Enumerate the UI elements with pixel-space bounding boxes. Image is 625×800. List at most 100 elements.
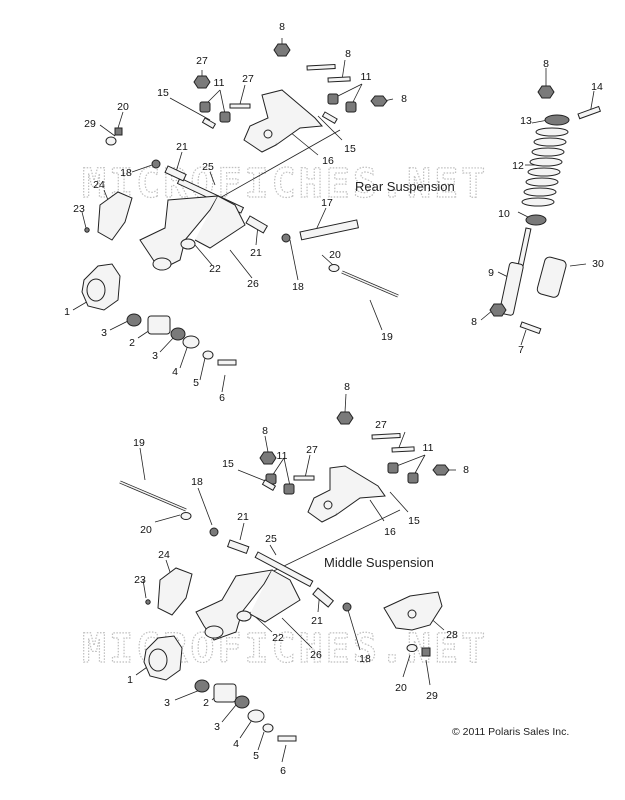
screw-23 [84, 227, 90, 233]
callout-label: 25 [265, 533, 277, 545]
bushing-11-c [345, 101, 357, 113]
callout-label: 4 [233, 738, 239, 750]
callout-label: 24 [93, 179, 105, 191]
washer-5-mid [262, 723, 274, 733]
callout-label: 20 [329, 249, 341, 261]
callout-labels: 8 27 8 11 27 11 8 15 20 29 15 16 21 25 1… [64, 21, 604, 777]
bolt-27b-mid [391, 446, 415, 453]
cover-24-mid [157, 567, 193, 616]
callout-label: 22 [272, 632, 284, 644]
washer-20 [105, 136, 117, 146]
collar-10 [525, 214, 547, 226]
callout-label: 11 [423, 442, 434, 454]
bushing-11-d [327, 93, 339, 105]
callout-label: 26 [247, 278, 259, 290]
bolt-head-18b-mid [342, 602, 352, 612]
callout-label: 21 [237, 511, 249, 523]
bushing-11-a [199, 101, 211, 113]
bolt-head-18b [281, 233, 291, 243]
callout-label: 3 [214, 721, 220, 733]
bolt-27b [327, 76, 351, 83]
nut-8-shock-top [537, 85, 555, 99]
bolt-14 [577, 105, 602, 120]
callout-label: 3 [152, 350, 158, 362]
callout-label: 19 [133, 437, 145, 449]
boot-30 [536, 256, 567, 298]
callout-label: 20 [140, 524, 152, 536]
bushing-11-mid-d [387, 462, 399, 474]
callout-label: 21 [311, 615, 323, 627]
callout-label: 6 [280, 765, 286, 777]
washer-20b [328, 264, 340, 272]
sleeve-21b [245, 215, 269, 234]
callout-label: 15 [222, 458, 234, 470]
nut-29 [114, 127, 123, 136]
callout-label: 6 [219, 392, 225, 404]
middle-suspension-caption: Middle Suspension [324, 555, 434, 570]
rear-suspension-caption: Rear Suspension [355, 179, 455, 194]
nut-8-right [370, 95, 388, 107]
callout-label: 23 [134, 574, 146, 586]
washer-20-mid [180, 512, 192, 520]
nut-8-shock [489, 303, 507, 317]
callout-label: 21 [176, 141, 188, 153]
callout-label: 8 [262, 425, 268, 437]
bolt-head-18 [151, 159, 161, 169]
callout-label: 29 [84, 118, 96, 130]
callout-label: 8 [279, 21, 285, 33]
upper-a-arm-16-right [275, 89, 324, 146]
callout-label: 24 [158, 549, 170, 561]
callout-label: 15 [157, 87, 169, 99]
callout-label: 8 [543, 58, 549, 70]
shock-rod-9 [517, 227, 532, 269]
callout-label: 15 [344, 143, 356, 155]
callout-label: 27 [375, 419, 387, 431]
callout-label: 8 [463, 464, 469, 476]
callout-label: 27 [196, 55, 208, 67]
callout-label: 27 [306, 444, 318, 456]
shaft-25-mid [254, 551, 314, 588]
callout-label: 28 [446, 629, 458, 641]
bolt-27-left [229, 103, 251, 109]
bolt-27-mid-left [293, 475, 315, 481]
callout-label: 5 [193, 377, 199, 389]
callout-label: 2 [203, 697, 209, 709]
bolt-27 [306, 64, 336, 71]
callout-label: 3 [164, 697, 170, 709]
callout-label: 8 [345, 48, 351, 60]
sleeve-2 [147, 315, 171, 335]
callout-label: 17 [321, 197, 333, 209]
pin-15-mid [261, 479, 277, 492]
lower-a-arm-22-mid [195, 569, 273, 641]
callout-label: 10 [498, 208, 510, 220]
pin-15b [321, 111, 338, 125]
callout-label: 16 [384, 526, 396, 538]
bushing-3b [170, 327, 186, 341]
bolt-6 [217, 359, 237, 366]
callout-label: 5 [253, 750, 259, 762]
callout-label: 29 [426, 690, 438, 702]
callout-label: 7 [518, 344, 524, 356]
middle-suspension-group [119, 393, 456, 763]
callout-label: 11 [361, 71, 372, 83]
washer-20-mid-b [406, 644, 418, 652]
callout-label: 18 [359, 653, 371, 665]
nut-8-mid [259, 451, 277, 465]
screw-23-mid [145, 599, 151, 605]
bushing-11-mid-b [283, 483, 295, 495]
nut-29-mid [421, 647, 431, 657]
callout-label: 26 [310, 649, 322, 661]
lower-a-arm-22-mid-r [249, 569, 301, 623]
nut-8 [193, 75, 211, 89]
callout-label: 12 [512, 160, 524, 172]
bolt-head-18-mid [209, 527, 219, 537]
callout-label: 3 [101, 327, 107, 339]
callout-label: 20 [395, 682, 407, 694]
washer-4-mid [247, 709, 265, 723]
callout-label: 8 [344, 381, 350, 393]
callout-label: 4 [172, 366, 178, 378]
nut-8-mid-top [336, 411, 354, 425]
bushing-11-mid-c [407, 472, 419, 484]
lower-a-arm-22-r [194, 195, 246, 249]
callout-label: 8 [471, 316, 477, 328]
